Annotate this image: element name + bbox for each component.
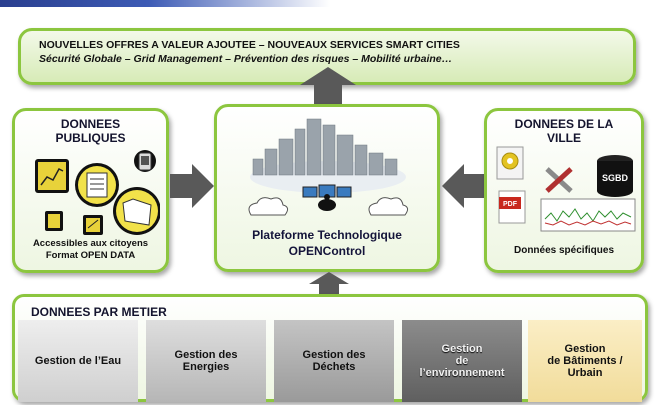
pdf-label: PDF [503,201,518,208]
database-icon [597,155,633,197]
public-data-box: DONNEES PUBLIQUES [12,108,169,273]
smart-city-illustration [248,118,409,216]
public-data-title-line1: DONNEES [60,117,121,131]
business-data-title: DONNEES PAR METIER [31,305,167,319]
settings-document-icon [496,146,524,180]
offers-subtitle: Sécurité Globale – Grid Management – Pré… [39,53,453,65]
tile-energy: Gestion des Energies [146,320,266,402]
arrow-city-to-platform [442,164,486,208]
tile-waste-line1: Gestion des [302,349,366,361]
city-buildings-icon [252,118,398,176]
city-data-icons: SGBD PDF [496,146,636,232]
folder-icon [113,187,160,235]
public-data-title: DONNEES PUBLIQUES [15,117,166,145]
header-bar [0,0,330,7]
tile-energy-line1: Gestion des [174,349,238,361]
arrow-public-to-platform [170,164,214,208]
pdf-file-icon [498,190,526,224]
up-arrow-to-offers [300,67,356,107]
public-data-caption: Accessibles aux citoyens Format OPEN DAT… [15,238,166,262]
tile-buildings-line3: Urbain [567,367,603,379]
platform-caption-line2: OPENControl [288,244,366,258]
tools-icon [545,167,573,193]
tile-energy-line2: Energies [182,361,230,373]
public-data-caption-line2: Format OPEN DATA [45,250,136,261]
public-data-title-line2: PUBLIQUES [55,131,126,145]
tile-environment-line1: Gestion [441,343,483,355]
city-data-caption: Données spécifiques [513,245,615,256]
small-card-icon [83,215,103,235]
tile-environment: Gestion de l’environnement [402,320,522,402]
tile-environment-line3: l’environnement [419,367,505,379]
tile-water: Gestion de l’Eau [18,320,138,402]
platform-caption: Plateforme Technologique OPENControl [217,227,437,259]
trend-chart-icon [540,198,636,232]
tile-buildings-line2: de Bâtiments / [547,355,623,367]
phone-icon [134,150,156,172]
platform-caption-line1: Plateforme Technologique [252,228,402,242]
offers-title: NOUVELLES OFFRES A VALEUR AJOUTEE – NOUV… [39,39,460,51]
tablet-icon [45,211,63,231]
tile-environment-line2: de [455,355,469,367]
city-data-title: DONNEES DE LA VILLE [487,117,641,145]
chart-card-icon [35,159,69,193]
city-data-box: DONNEES DE LA VILLE SGBD PDF [484,108,644,273]
open-data-icons [35,150,160,235]
sgbd-label: SGBD [602,173,629,183]
tile-water-label: Gestion de l’Eau [34,355,122,367]
arrow-business-to-platform [309,272,349,296]
tile-buildings-line1: Gestion [564,343,606,355]
city-data-title-line1: DONNEES DE LA [514,117,614,131]
platform-box: Plateforme Technologique OPENControl [214,104,440,272]
cloud-icons [248,197,409,216]
document-icon [75,163,119,207]
public-data-caption-line1: Accessibles aux citoyens [32,238,149,249]
city-data-title-line2: VILLE [546,131,581,145]
tile-waste-line2: Déchets [312,361,356,373]
control-screens-icon [302,184,352,211]
tile-waste: Gestion des Déchets [274,320,394,402]
tile-buildings: Gestion de Bâtiments / Urbain [528,320,642,402]
